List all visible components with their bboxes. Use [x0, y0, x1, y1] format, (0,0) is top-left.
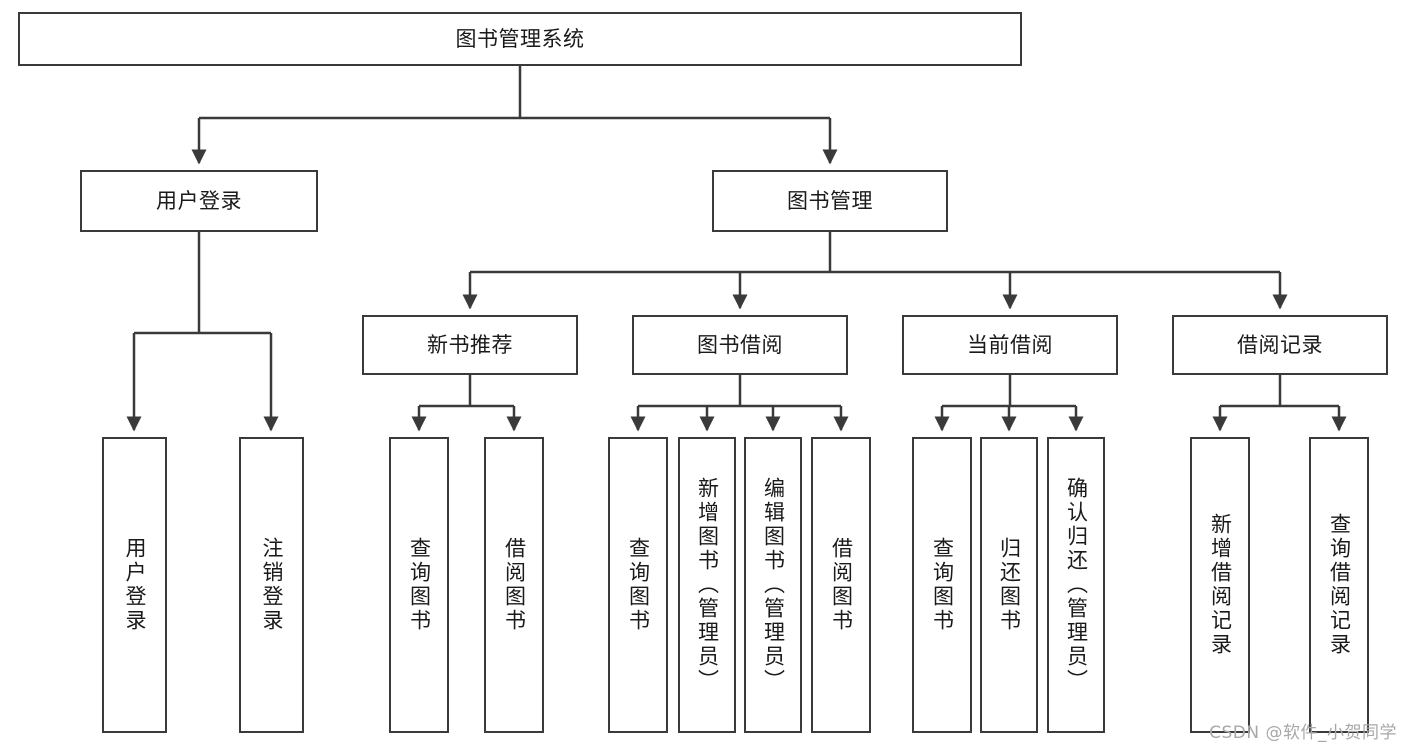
- leaf-query-book-3[interactable]: 查询图书: [912, 437, 972, 733]
- leaf-user-login[interactable]: 用户登录: [102, 437, 167, 733]
- leaf-user-login-label: 用户登录: [123, 537, 147, 633]
- leaf-confirm-return-label: 确认归还（管理员）: [1064, 477, 1089, 693]
- node-book-manage[interactable]: 图书管理: [712, 170, 948, 232]
- leaf-query-book-2-label: 查询图书: [626, 537, 651, 633]
- leaf-return-book[interactable]: 归还图书: [980, 437, 1038, 733]
- leaf-query-record-label: 查询借阅记录: [1327, 513, 1352, 657]
- node-new-book-recommend-label: 新书推荐: [427, 332, 513, 357]
- watermark: CSDN @软件_小贺同学: [1209, 723, 1397, 743]
- leaf-confirm-return[interactable]: 确认归还（管理员）: [1047, 437, 1105, 733]
- node-root-label: 图书管理系统: [455, 26, 585, 51]
- node-borrow-record-label: 借阅记录: [1237, 332, 1323, 357]
- leaf-query-book-3-label: 查询图书: [930, 537, 955, 633]
- leaf-query-record[interactable]: 查询借阅记录: [1309, 437, 1369, 733]
- leaf-edit-book[interactable]: 编辑图书（管理员）: [744, 437, 802, 733]
- leaf-user-logout[interactable]: 注销登录: [239, 437, 304, 733]
- leaf-query-book-1[interactable]: 查询图书: [389, 437, 449, 733]
- leaf-user-logout-label: 注销登录: [260, 537, 284, 633]
- leaf-add-record[interactable]: 新增借阅记录: [1190, 437, 1250, 733]
- leaf-return-book-label: 归还图书: [997, 537, 1022, 633]
- node-new-book-recommend[interactable]: 新书推荐: [362, 315, 578, 375]
- leaf-add-book[interactable]: 新增图书（管理员）: [678, 437, 736, 733]
- node-current-borrow-label: 当前借阅: [967, 332, 1053, 357]
- leaf-borrow-book-1-label: 借阅图书: [502, 537, 527, 633]
- leaf-add-book-label: 新增图书（管理员）: [695, 477, 720, 693]
- node-user-login[interactable]: 用户登录: [80, 170, 318, 232]
- leaf-borrow-book-2-label: 借阅图书: [829, 537, 854, 633]
- leaf-add-record-label: 新增借阅记录: [1208, 513, 1233, 657]
- node-current-borrow[interactable]: 当前借阅: [902, 315, 1118, 375]
- node-borrow-record[interactable]: 借阅记录: [1172, 315, 1388, 375]
- leaf-borrow-book-2[interactable]: 借阅图书: [811, 437, 871, 733]
- leaf-borrow-book-1[interactable]: 借阅图书: [484, 437, 544, 733]
- node-book-borrow-label: 图书借阅: [697, 332, 783, 357]
- node-book-manage-label: 图书管理: [787, 188, 873, 213]
- leaf-query-book-1-label: 查询图书: [407, 537, 432, 633]
- node-book-borrow[interactable]: 图书借阅: [632, 315, 848, 375]
- node-root[interactable]: 图书管理系统: [18, 12, 1022, 66]
- leaf-edit-book-label: 编辑图书（管理员）: [761, 477, 786, 693]
- leaf-query-book-2[interactable]: 查询图书: [608, 437, 668, 733]
- node-user-login-label: 用户登录: [156, 188, 242, 213]
